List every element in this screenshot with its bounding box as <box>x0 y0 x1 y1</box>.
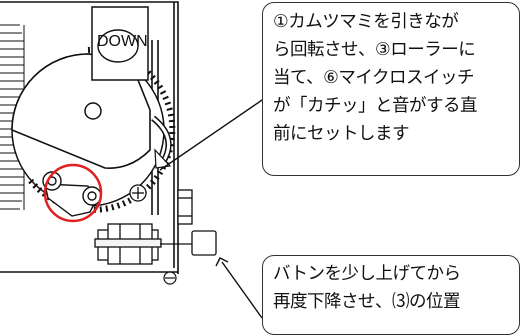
callout-1-line: 前にセットします <box>273 124 410 144</box>
side-bracket <box>160 189 217 256</box>
screw-icon <box>129 184 147 202</box>
callout-2-line: 再度下降させ、⑶の位置 <box>273 292 461 312</box>
micro-switch <box>94 223 162 265</box>
callout-2-line: バトンを少し上げてから <box>273 264 461 284</box>
down-knob-label: DOWN <box>97 33 148 50</box>
rotation-arrow-icon <box>151 115 172 169</box>
callout-1-line: ①カムツマミを引きなが <box>273 12 459 32</box>
callout-1-line: 当て、⑥マイクロスイッチ <box>273 68 474 88</box>
mechanism-diagram <box>0 1 266 319</box>
callout-1-line: が「カチッ」と音がする直 <box>273 96 478 116</box>
instruction-callout-1: ①カムツマミを引きなが ら回転させ、③ローラーに 当て、⑥マイクロスイッチ が「… <box>262 2 520 176</box>
callout-1-line: ら回転させ、③ローラーに <box>273 40 476 60</box>
down-knob <box>91 6 149 81</box>
corner-screw-icon <box>163 271 177 285</box>
instruction-callout-2: バトンを少し上げてから 再度下降させ、⑶の位置 <box>262 255 520 335</box>
leader-lines <box>159 97 266 319</box>
roller-highlight-circle <box>43 163 103 223</box>
